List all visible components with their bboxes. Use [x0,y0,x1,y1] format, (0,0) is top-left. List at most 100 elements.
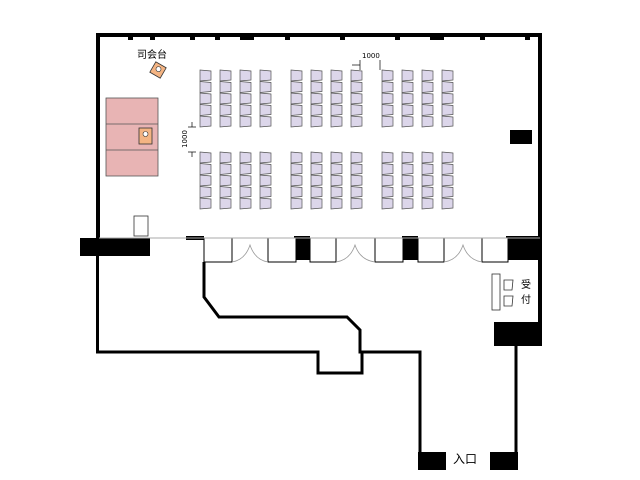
chair [330,104,343,116]
chair [259,186,272,198]
dimension-vertical: 1000 [180,130,189,148]
chair [421,197,434,210]
chair [239,197,252,210]
chair [239,174,252,187]
chair [330,81,343,93]
chair [381,81,394,93]
chair [421,92,434,105]
chair [199,151,212,164]
emcee-stand [149,61,167,79]
chair [219,163,232,175]
chair [239,104,252,116]
chair [310,197,323,210]
chair [330,174,343,187]
chair [290,163,303,175]
chair [421,69,434,82]
reception-label-1: 受 [521,280,531,291]
chair [381,186,394,198]
chair [350,163,363,175]
chair [401,69,414,82]
chair [441,69,454,82]
chair [310,151,323,164]
top-wall-tabs [128,36,530,40]
chair [219,69,232,82]
chair [219,81,232,93]
partition-rooms [99,237,540,263]
chair [310,163,323,175]
chair [421,104,434,116]
chair [401,115,414,128]
chair [441,174,454,187]
chair [199,163,212,175]
chair [401,92,414,105]
chair [401,186,414,198]
emcee-stand-label: 司会台 [137,50,167,61]
chair [350,174,363,187]
chair [199,69,212,82]
chair [239,163,252,175]
chair [401,81,414,93]
chair [441,104,454,116]
chair [381,151,394,164]
chair [441,92,454,105]
chair [239,115,252,128]
chair [290,151,303,164]
chair [350,81,363,93]
column [510,130,532,144]
chair [381,115,394,128]
chair [290,104,303,116]
chair [381,197,394,210]
chair [441,197,454,210]
chair [350,186,363,198]
chair [421,174,434,187]
chair [330,186,343,198]
chair [401,174,414,187]
chair [401,151,414,164]
chair [310,115,323,128]
chair [290,197,303,210]
chair [219,104,232,116]
chair [441,81,454,93]
walls [80,33,542,470]
reception-desk [491,273,514,311]
dimension-marks [188,60,381,157]
chair [310,81,323,93]
chair [219,186,232,198]
chair [259,151,272,164]
chair [330,151,343,164]
dimension-horizontal: 1000 [362,52,380,60]
chair [290,92,303,105]
chair [310,186,323,198]
chair [381,163,394,175]
chair [441,151,454,164]
chair [350,151,363,164]
chair [290,186,303,198]
chair [310,104,323,116]
chair [199,197,212,210]
entrance-label: 入口 [453,452,478,466]
chair [401,197,414,210]
chair [259,69,272,82]
chair [259,163,272,175]
chair [381,69,394,82]
chair [199,92,212,105]
chair [239,186,252,198]
chair [239,69,252,82]
doors [231,243,483,263]
chair [239,81,252,93]
chair [199,115,212,128]
chair [259,81,272,93]
chair [259,92,272,105]
corridor-lines [96,262,518,454]
chair [259,174,272,187]
chair [401,163,414,175]
chair [421,186,434,198]
chair [290,174,303,187]
chair [421,81,434,93]
chair [290,115,303,128]
chair [219,92,232,105]
chair [381,104,394,116]
chair [219,197,232,210]
stage [105,97,159,177]
